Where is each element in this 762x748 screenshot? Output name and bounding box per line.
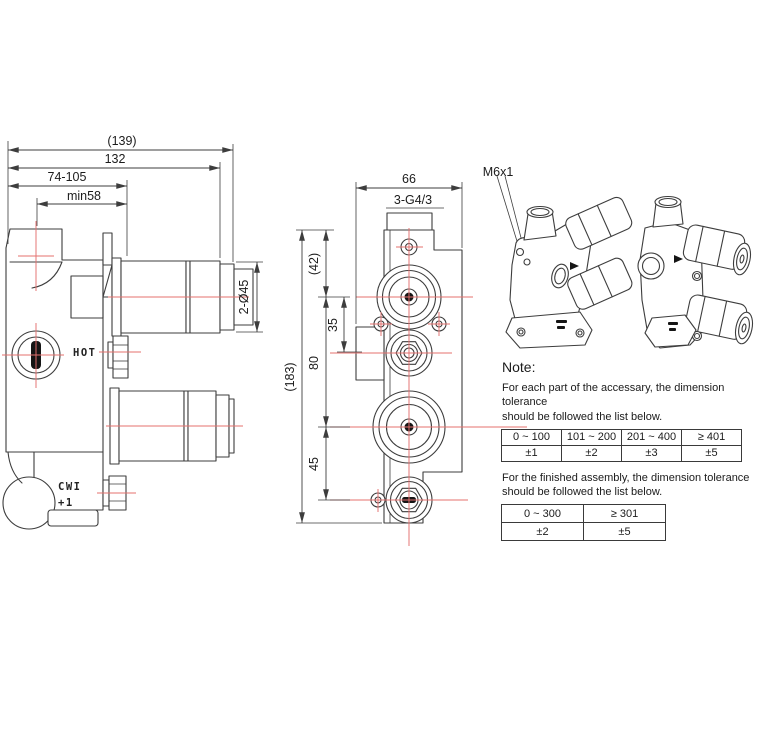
tolerance-cell: ±1	[501, 444, 562, 462]
m6-screw	[515, 247, 525, 257]
range-cell: ≥ 301	[583, 504, 666, 524]
dim-132: 132	[105, 152, 126, 166]
front-view: 66 3-G4/3 (183) (42) 35 80 45	[283, 172, 527, 546]
iso2-cartridge-top	[682, 224, 746, 270]
range-cell: 0 ~ 100	[501, 428, 562, 446]
assembly-tolerance-table: 0 ~ 300 ≥ 301 ±2 ±5	[501, 504, 666, 542]
dim-overall-height: (183)	[283, 362, 297, 391]
assembly-note-line1: For the finished assembly, the dimension…	[502, 471, 750, 484]
m6x1-label: M6x1	[483, 165, 514, 179]
dim-width-66: 66	[402, 172, 416, 186]
iso-view-left	[496, 175, 633, 349]
table-row: 0 ~ 300 ≥ 301	[501, 504, 666, 524]
top-port	[386, 212, 433, 231]
range-cell: ≥ 401	[681, 428, 742, 446]
iso2-side-port	[637, 252, 665, 280]
range-cell: 0 ~ 300	[501, 504, 584, 524]
range-cell: 201 ~ 400	[621, 428, 682, 446]
side-port	[355, 326, 385, 381]
table-row: 0 ~ 100 101 ~ 200 201 ~ 400 ≥ 401	[501, 428, 742, 446]
dim-port-gap: 35	[326, 318, 340, 332]
iso-base	[505, 311, 593, 349]
tolerance-cell: ±5	[583, 522, 666, 542]
dim-cartridge-dia: 2-Ø45	[237, 280, 251, 315]
dim-depth-range: 74-105	[48, 170, 87, 184]
note-title: Note:	[502, 359, 536, 375]
dim-overall-depth: (139)	[107, 134, 136, 148]
hot-label: HOT	[73, 347, 96, 359]
table-row: ±2 ±5	[501, 522, 666, 542]
range-cell: 101 ~ 200	[561, 428, 622, 446]
dim-center-gap: 80	[307, 356, 321, 370]
dim-bottom-gap: 45	[307, 457, 321, 471]
iso-view-right	[637, 195, 754, 349]
hot-inlet-fitting	[107, 335, 129, 379]
part-tolerance-table: 0 ~ 100 101 ~ 200 201 ~ 400 ≥ 401 ±1 ±2 …	[501, 428, 742, 462]
dim-top-offset: (42)	[307, 253, 321, 275]
iso-cartridge-bottom	[567, 257, 633, 310]
tolerance-cell: ±5	[681, 444, 742, 462]
dim-min58: min58	[67, 189, 101, 203]
mounting-plate	[102, 232, 113, 266]
table-row: ±1 ±2 ±3 ±5	[501, 444, 742, 462]
tolerance-cell: ±2	[501, 522, 584, 542]
part-note-line1: For each part of the accessary, the dime…	[502, 382, 725, 409]
assembly-note-line2: should be followed the list below.	[502, 486, 663, 499]
notes-section: Note: For each part of the accessary, th…	[501, 359, 761, 550]
tolerance-cell: ±2	[561, 444, 622, 462]
cwi-label: CWI	[58, 481, 81, 493]
side-view: (139) 132 74-105 min58 2-Ø45 HOT CWI +1	[2, 134, 263, 530]
tolerance-cell: ±3	[621, 444, 682, 462]
dim-thread: 3-G4/3	[394, 193, 432, 207]
iso-cartridge-top	[565, 196, 633, 250]
plus-one-label: +1	[58, 497, 74, 509]
part-note-line2: should be followed the list below.	[502, 410, 663, 423]
